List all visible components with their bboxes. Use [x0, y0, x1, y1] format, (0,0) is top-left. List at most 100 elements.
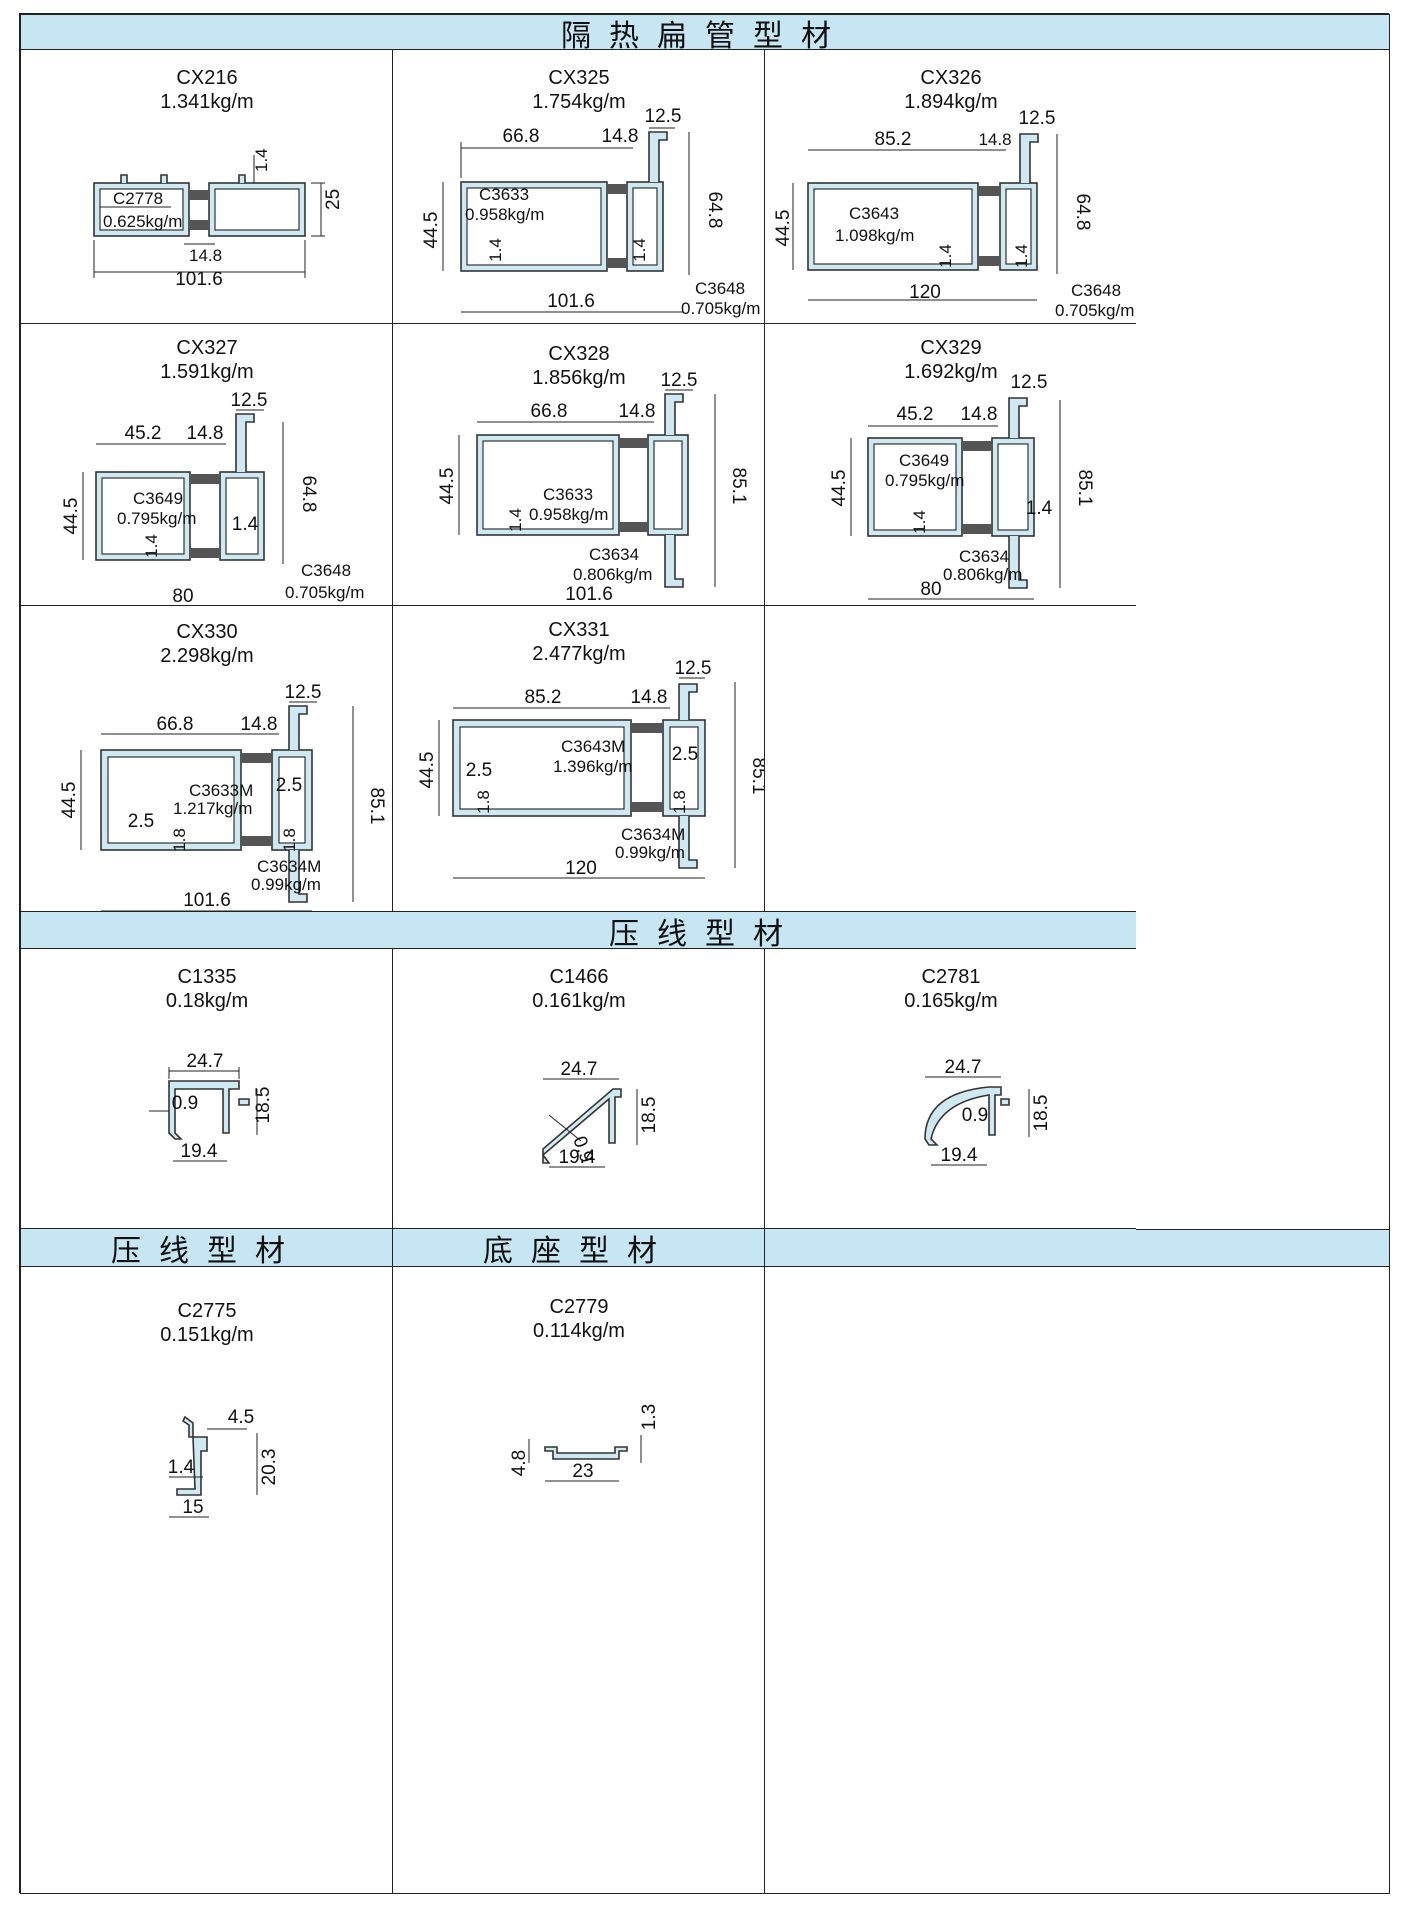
dim-h: 18.5 — [253, 1087, 274, 1124]
dim-width: 101.6 — [183, 890, 231, 911]
profile-drawing-cx329: 45.2 14.8 12.5 44.5 85.1 1.4 1.4 80 C364… — [829, 372, 1095, 600]
part2-weight: 0.99kg/m — [251, 875, 321, 894]
part2-code: C3634 — [959, 547, 1009, 566]
part2-code: C3634M — [257, 857, 321, 876]
dim-b: 19.4 — [941, 1145, 978, 1166]
profile-weight: 0.161kg/m — [532, 990, 626, 1012]
catalog-page: 隔热扁管型材 CX216 1.341kg/m 101.6 25 14.8 1.4 — [19, 13, 1390, 1894]
profile-drawing-cx325: 66.8 14.8 12.5 44.5 64.8 1.4 1.4 101.6 C… — [421, 106, 760, 318]
section-title: 底座型材 — [483, 1234, 675, 1269]
profile-cell-cx329: CX329 1.692kg/m 45.2 14.8 12.5 44.5 85.1… — [764, 323, 1138, 607]
dim-d: 44.5 — [829, 470, 850, 507]
part1-weight: 0.958kg/m — [529, 505, 608, 524]
profile-code: C1466 — [549, 966, 609, 988]
part1-code: C3633M — [189, 781, 253, 800]
section-header-empty — [764, 1228, 1390, 1268]
dim-w: 23 — [572, 1461, 593, 1482]
profile-code: C2775 — [177, 1300, 237, 1322]
dim-i: 1.8 — [280, 828, 299, 852]
dim-b: 14.8 — [602, 126, 639, 147]
profile-cell-cx331: CX331 2.477kg/m 85.2 14.8 12.5 44.5 85.1… — [392, 605, 769, 913]
dim-c: 12.5 — [1011, 372, 1048, 393]
dim-f: 1.4 — [936, 244, 955, 268]
profile-drawing-cx327: 45.2 14.8 12.5 44.5 64.8 1.4 1.4 80 C364… — [61, 390, 364, 608]
dim-wall: 1.4 — [252, 148, 271, 172]
dim-top: 24.7 — [187, 1051, 224, 1072]
dim-b: 14.8 — [619, 401, 656, 422]
dim-a: 85.2 — [525, 687, 562, 708]
part1-weight: 1.098kg/m — [835, 226, 914, 245]
profile-drawing-cx328: 66.8 14.8 12.5 44.5 85.1 1.4 101.6 C3633… — [437, 370, 749, 607]
section-title: 压线型材 — [609, 916, 801, 952]
dim-a: 66.8 — [503, 126, 540, 147]
profile-code: CX325 — [548, 67, 610, 89]
dim-width: 101.6 — [547, 291, 595, 312]
dim-width: 101.6 — [175, 269, 223, 290]
profile-code: CX331 — [548, 619, 610, 641]
dim-width: 120 — [565, 858, 597, 879]
profile-weight: 1.692kg/m — [904, 361, 998, 383]
dim-g: 1.4 — [630, 238, 649, 262]
dim-c: 12.5 — [675, 658, 712, 679]
part1-code: C3649 — [899, 451, 949, 470]
part2-code: C3648 — [301, 561, 351, 580]
dim-g: 2.5 — [276, 775, 302, 796]
profile-code: CX329 — [920, 337, 982, 359]
dim-a: 85.2 — [875, 129, 912, 150]
profile-code: C1335 — [177, 966, 237, 988]
profile-weight: 0.18kg/m — [165, 990, 249, 1012]
part1-code: C3633 — [479, 185, 529, 204]
profile-cell-c2779: C2779 0.114kg/m 1.3 4.8 23 — [392, 1266, 766, 1894]
dim-g: 1.4 — [232, 514, 259, 535]
dim-e: 85.1 — [366, 788, 387, 825]
dim-b: 19.4 — [559, 1147, 596, 1168]
dim-height: 25 — [323, 189, 344, 210]
section-header-base: 底座型材 — [392, 1228, 766, 1269]
profile-code: C2781 — [921, 966, 981, 988]
profile-drawing-cx331: 85.2 14.8 12.5 44.5 85.1 2.5 2.5 1.8 1.8… — [417, 658, 769, 879]
part1-weight: 1.396kg/m — [553, 757, 632, 776]
part2-code: C3648 — [695, 279, 745, 298]
profile-weight: 0.114kg/m — [533, 1320, 625, 1342]
empty-cell — [764, 605, 1138, 913]
dim-e: 85.1 — [1074, 470, 1095, 507]
dim-e: 85.1 — [748, 758, 769, 795]
part1-weight: 0.958kg/m — [465, 205, 544, 224]
profile-weight: 1.341kg/m — [160, 91, 254, 113]
profile-cell-c2781: C2781 0.165kg/m 24.7 0.9 18.5 19.4 — [764, 948, 1138, 1230]
dim-f: 1.4 — [910, 510, 929, 534]
dim-g: 2.5 — [672, 744, 698, 765]
part1-weight: 0.795kg/m — [885, 471, 964, 490]
dim-b: 15 — [182, 1497, 203, 1518]
profile-weight: 1.591kg/m — [160, 361, 254, 383]
dim-b: 19.4 — [181, 1141, 218, 1162]
part2-weight: 0.705kg/m — [1055, 301, 1134, 320]
section-header-glazing-bead-2: 压线型材 — [20, 1228, 394, 1269]
dim-t: 0.9 — [962, 1105, 988, 1126]
dim-t: 1.3 — [639, 1404, 660, 1430]
dim-t: 1.4 — [168, 1457, 195, 1478]
profile-code: C2779 — [549, 1296, 609, 1318]
profile-cell-c2775: C2775 0.151kg/m 4.5 1.4 20.3 15 — [20, 1266, 394, 1894]
dim-a: 66.8 — [531, 401, 568, 422]
dim-top: 4.5 — [228, 1407, 254, 1428]
profile-drawing-cx326: 85.2 14.8 12.5 44.5 64.8 1.4 1.4 120 C36… — [773, 108, 1134, 320]
dim-h: 1.8 — [474, 790, 493, 814]
part1-weight: 0.795kg/m — [117, 509, 196, 528]
part1-code: C3643 — [849, 204, 899, 223]
dim-strip: 14.8 — [189, 246, 222, 265]
dim-d: 44.5 — [421, 212, 442, 249]
part2-weight: 0.806kg/m — [573, 565, 652, 584]
profile-cell-cx327: CX327 1.591kg/m 45.2 14.8 12.5 44.5 64.8… — [20, 323, 394, 608]
profile-drawing-c2775: 4.5 1.4 20.3 15 — [168, 1407, 280, 1518]
empty-cell — [764, 1266, 1390, 1894]
dim-b: 14.8 — [631, 687, 668, 708]
dim-h: 1.8 — [170, 828, 189, 852]
profile-weight: 2.298kg/m — [160, 645, 254, 667]
profile-code: CX330 — [176, 621, 238, 643]
dim-width: 120 — [909, 282, 941, 303]
empty-margin-cell — [1136, 49, 1390, 1230]
profile-weight: 0.151kg/m — [160, 1324, 254, 1346]
dim-h: 18.5 — [1031, 1095, 1052, 1132]
part2-weight: 0.705kg/m — [681, 299, 760, 318]
